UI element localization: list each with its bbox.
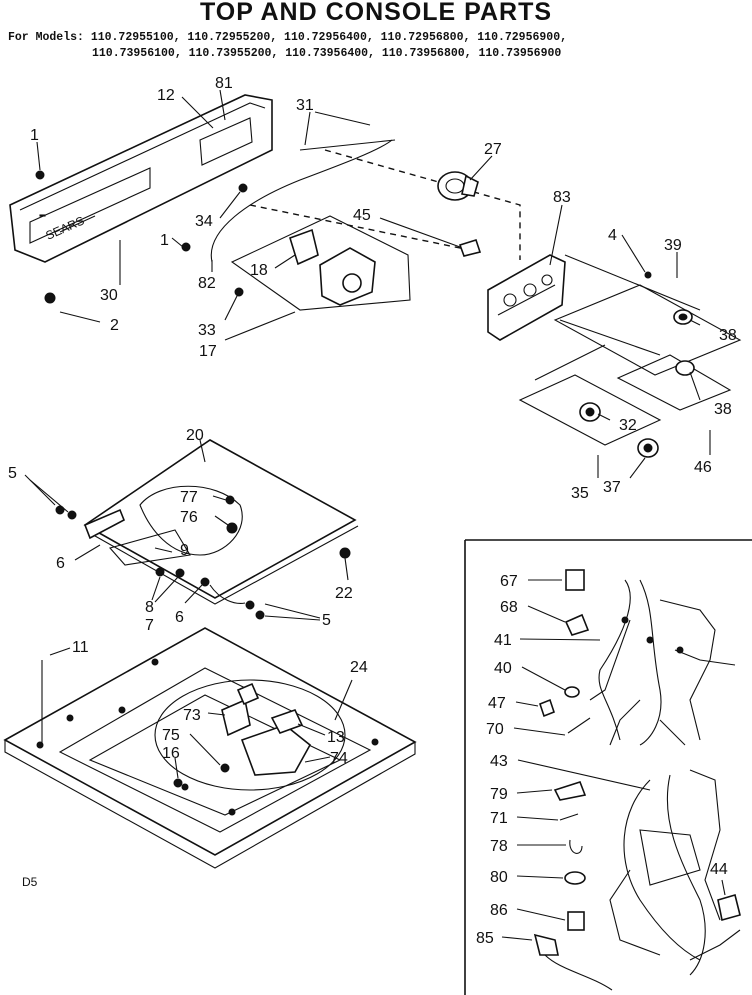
callout-9: 9 xyxy=(180,542,189,559)
callout-27: 27 xyxy=(484,141,502,158)
callout-33: 33 xyxy=(198,322,216,339)
callout-76: 76 xyxy=(180,509,198,526)
callout-46: 46 xyxy=(694,459,712,476)
callout-38a: 38 xyxy=(719,327,737,344)
callout-86: 86 xyxy=(490,902,508,919)
control-box-83 xyxy=(487,254,566,341)
callout-77: 77 xyxy=(180,489,198,506)
callout-35: 35 xyxy=(571,485,589,502)
callout-31: 31 xyxy=(296,97,314,114)
callout-12: 12 xyxy=(157,87,175,104)
callout-67: 67 xyxy=(500,573,518,590)
callout-45: 45 xyxy=(353,207,371,224)
console-screws xyxy=(35,170,248,304)
callout-82: 82 xyxy=(198,275,216,292)
callout-6a: 6 xyxy=(56,555,65,572)
callout-41: 41 xyxy=(494,632,512,649)
callout-44: 44 xyxy=(710,861,728,878)
model-list-line-2: 110.73956100, 110.73955200, 110.73956400… xyxy=(92,47,562,60)
switch-outlines xyxy=(518,254,742,446)
leader-lines-cabinet xyxy=(41,647,353,779)
callout-74: 74 xyxy=(330,750,348,767)
model-list-line-1: For Models: 110.72955100, 110.72955200, … xyxy=(8,31,567,44)
cabinet-top-24 xyxy=(3,627,417,869)
motor-part-27 xyxy=(437,171,479,201)
callout-16: 16 xyxy=(162,745,180,762)
callout-78: 78 xyxy=(490,838,508,855)
callout-5a: 5 xyxy=(8,465,17,482)
callout-6b: 6 xyxy=(175,609,184,626)
callout-70: 70 xyxy=(486,721,504,738)
harness-41 xyxy=(589,579,736,746)
small-screw-4 xyxy=(644,271,652,279)
leader-lines-wiring xyxy=(501,579,726,941)
callout-22: 22 xyxy=(335,585,353,602)
callout-68: 68 xyxy=(500,599,518,616)
timer-outline xyxy=(230,215,411,311)
console-panel: SEARS xyxy=(9,94,273,263)
callout-37: 37 xyxy=(603,479,621,496)
page-title: TOP AND CONSOLE PARTS xyxy=(199,0,553,26)
callout-43: 43 xyxy=(490,753,508,770)
knobs xyxy=(579,309,695,458)
connector-part-45 xyxy=(458,239,482,257)
callout-18: 18 xyxy=(250,262,268,279)
callout-40: 40 xyxy=(494,660,512,677)
callout-2: 2 xyxy=(110,317,119,334)
callout-71: 71 xyxy=(490,810,508,827)
callout-7: 7 xyxy=(145,617,154,634)
callout-38b: 38 xyxy=(714,401,732,418)
callout-13: 13 xyxy=(327,729,345,746)
callout-1: 1 xyxy=(30,127,39,144)
callout-83: 83 xyxy=(553,189,571,206)
callout-32: 32 xyxy=(619,417,637,434)
callout-5b: 5 xyxy=(322,612,331,629)
callout-30: 30 xyxy=(100,287,118,304)
callout-85: 85 xyxy=(476,930,494,947)
callout-81: 81 xyxy=(215,75,233,92)
callout-4: 4 xyxy=(608,227,617,244)
leader-lines-lid xyxy=(24,439,349,621)
callout-24: 24 xyxy=(350,659,368,676)
callout-47: 47 xyxy=(488,695,506,712)
callout-34: 34 xyxy=(195,213,213,230)
callout-39: 39 xyxy=(664,237,682,254)
lid-hardware xyxy=(55,495,351,620)
callout-labels: 1 12 81 31 27 83 34 45 4 39 1 18 30 82 3… xyxy=(8,75,737,947)
callout-79: 79 xyxy=(490,786,508,803)
callout-8: 8 xyxy=(145,599,154,616)
door-switch-parts xyxy=(173,682,312,788)
callout-11: 11 xyxy=(72,639,89,656)
leader-lines-upper xyxy=(36,89,711,479)
callout-17: 17 xyxy=(199,343,217,360)
callout-80: 80 xyxy=(490,869,508,886)
wiring-parts xyxy=(533,569,613,991)
top-lid-20 xyxy=(83,439,359,605)
callout-75: 75 xyxy=(162,727,180,744)
corner-code: D5 xyxy=(22,875,38,889)
callout-73: 73 xyxy=(183,707,201,724)
harness-43 xyxy=(609,769,741,976)
callout-1b: 1 xyxy=(160,232,169,249)
callout-20: 20 xyxy=(186,427,204,444)
wiring-inset-frame xyxy=(464,539,752,995)
wire-harness-upper xyxy=(210,139,521,263)
model-list: For Models: 110.72955100, 110.72955200, … xyxy=(8,30,567,62)
